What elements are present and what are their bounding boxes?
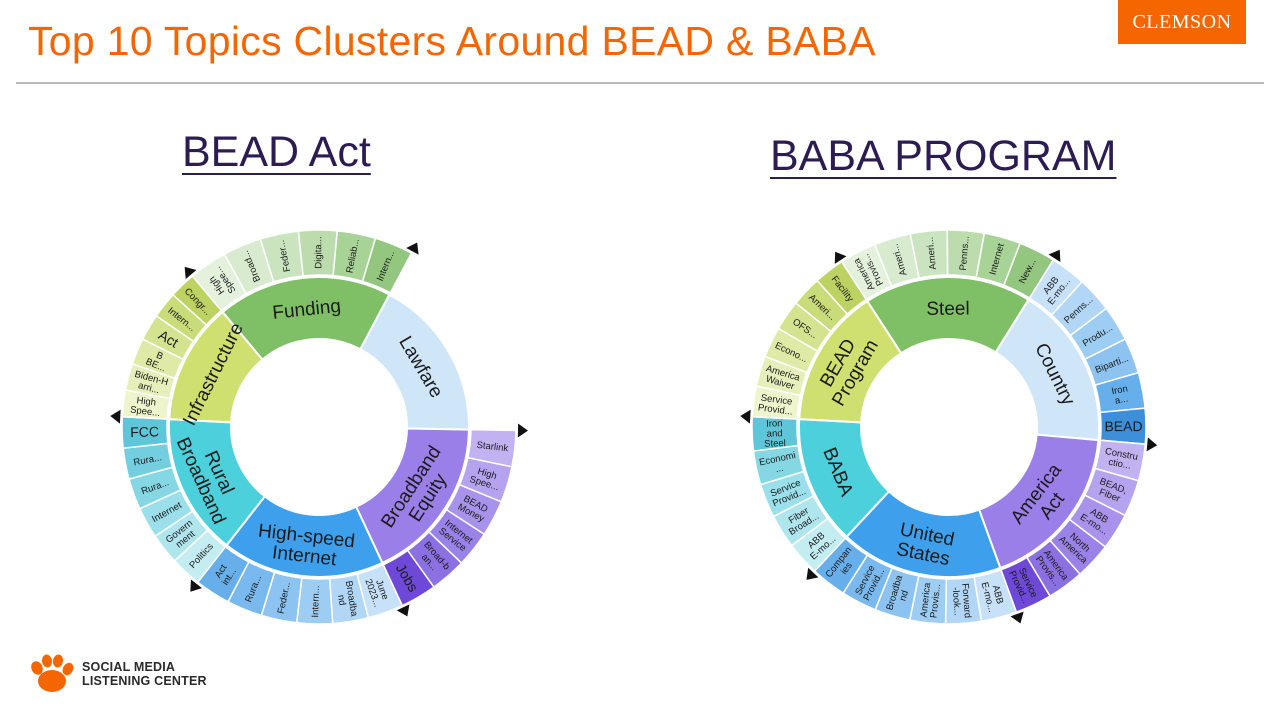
outer-segment-label: ServiceProvid... — [757, 392, 794, 417]
outer-segment-label: Intern... — [310, 585, 322, 617]
cluster-boundary-marker — [190, 579, 202, 592]
slide-title: Top 10 Topics Clusters Around BEAD & BAB… — [28, 18, 876, 64]
cluster-boundary-marker — [1010, 611, 1024, 624]
outer-segment-label: Ameri... — [925, 236, 939, 270]
baba-chart-title: BABA PROGRAM — [770, 132, 1117, 180]
outer-segment-label: Digita... — [313, 236, 324, 268]
outer-segment — [361, 237, 413, 294]
logo-line-2: LISTENING CENTER — [82, 674, 207, 688]
outer-segment-label: IronandSteel — [763, 418, 786, 450]
clemson-logo: CLEMSON — [1118, 0, 1246, 44]
cluster-boundary-marker — [110, 409, 121, 424]
logo-line-1: SOCIAL MEDIA — [82, 660, 176, 674]
outer-segment-label: Constructio... — [1102, 446, 1139, 473]
outer-segment-label: FCC — [130, 423, 159, 440]
cluster-boundary-marker — [806, 567, 819, 580]
cluster-boundary-marker — [1146, 437, 1158, 452]
tiger-paw-icon — [31, 654, 74, 692]
outer-segment-label: AmericaProvis... — [919, 581, 944, 619]
inner-segment — [798, 299, 903, 424]
outer-segment-label: HighSpee... — [129, 395, 161, 419]
social-media-listening-center-logo: SOCIAL MEDIA LISTENING CENTER — [30, 654, 207, 694]
cluster-boundary-marker — [406, 242, 419, 255]
cluster-boundary-marker — [396, 604, 410, 617]
inner-segment-label: Steel — [926, 298, 969, 319]
outer-segment-label: Penns... — [958, 235, 972, 271]
outer-segment-label: BEAD — [1104, 418, 1142, 434]
outer-segment-label: Forward-look... — [949, 583, 972, 619]
outer-segment — [171, 275, 223, 327]
inner-segment — [168, 310, 264, 424]
cluster-boundary-marker — [834, 251, 847, 264]
outer-segment-label: Rura... — [133, 452, 163, 468]
cluster-boundary-marker — [1048, 249, 1061, 262]
outer-segment-label: Irona... — [1111, 383, 1131, 407]
title-divider — [16, 82, 1264, 84]
bead-chart-title: BEAD Act — [182, 128, 371, 176]
cluster-boundary-marker — [184, 266, 197, 280]
outer-segment-label: Starlink — [476, 440, 509, 454]
cluster-boundary-marker — [740, 409, 751, 424]
outer-segment — [816, 260, 868, 316]
cluster-boundary-marker — [517, 423, 528, 438]
